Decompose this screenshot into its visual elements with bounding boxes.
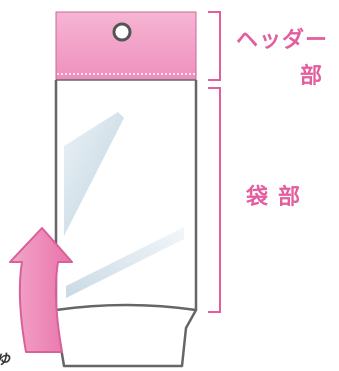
gloss-highlight-upper — [64, 112, 124, 236]
curved-up-arrow-icon — [9, 227, 73, 353]
hang-hole-icon — [112, 22, 132, 42]
bag-part-label: 袋部 — [246, 185, 311, 210]
header-part-label-line1: ヘッダー — [236, 28, 329, 53]
bag-body — [54, 79, 198, 368]
header-part — [55, 11, 197, 81]
body-bracket — [208, 87, 221, 313]
bag-bottom-fold — [54, 303, 198, 368]
header-bracket — [208, 11, 221, 81]
header-part-label-line2: 部 — [300, 64, 324, 89]
gloss-highlight-lower — [66, 227, 184, 298]
bottom-partial-label: ゆ — [0, 349, 10, 369]
